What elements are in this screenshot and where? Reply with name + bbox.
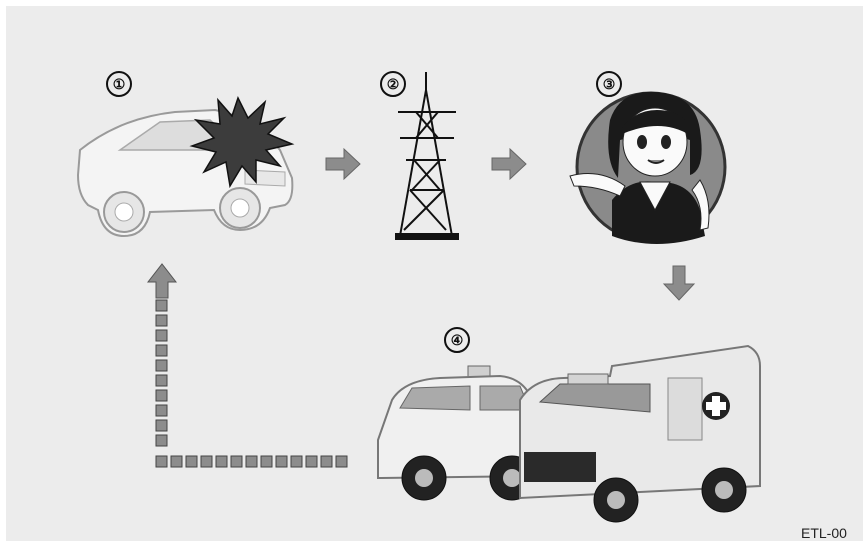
- arrow-right-1: [326, 149, 360, 179]
- step-number-4: ④: [444, 327, 470, 353]
- call-center-operator-illustration: [570, 92, 725, 244]
- path-square: [231, 456, 242, 467]
- path-square: [156, 300, 167, 311]
- arrow-down-1: [664, 266, 694, 300]
- radio-tower-illustration: [396, 72, 458, 239]
- path-square: [246, 456, 257, 467]
- path-square: [261, 456, 272, 467]
- path-square: [156, 330, 167, 341]
- figure-code: ETL-00: [801, 525, 863, 541]
- path-square: [336, 456, 347, 467]
- return-path-arrow: [156, 300, 347, 467]
- path-square: [306, 456, 317, 467]
- path-square: [156, 315, 167, 326]
- path-square: [321, 456, 332, 467]
- path-square: [216, 456, 227, 467]
- path-square: [156, 456, 167, 467]
- step-number-1: ①: [106, 71, 132, 97]
- path-square: [156, 405, 167, 416]
- path-square: [291, 456, 302, 467]
- path-square: [171, 456, 182, 467]
- arrow-up: [148, 264, 176, 298]
- arrow-right-2: [492, 149, 526, 179]
- path-square: [156, 360, 167, 371]
- step-number-2: ②: [380, 71, 406, 97]
- path-square: [276, 456, 287, 467]
- step-number-3: ③: [596, 71, 622, 97]
- police-car-illustration: [378, 366, 540, 500]
- path-square: [156, 435, 167, 446]
- path-square: [156, 420, 167, 431]
- ambulance-illustration: [520, 346, 760, 522]
- path-square: [156, 375, 167, 386]
- path-square: [156, 345, 167, 356]
- path-square: [156, 390, 167, 401]
- path-square: [201, 456, 212, 467]
- path-square: [186, 456, 197, 467]
